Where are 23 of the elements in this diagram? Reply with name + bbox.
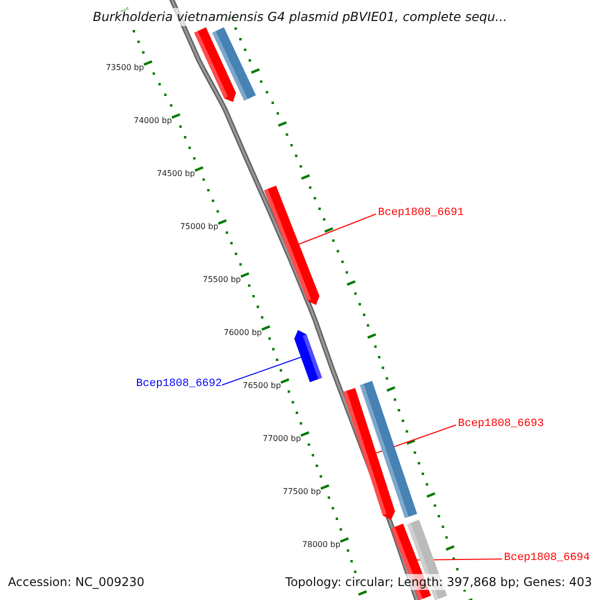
scale-tick-label: 75000 bp — [180, 222, 218, 232]
scale-tick-label: 73500 bp — [106, 63, 144, 73]
gene-feature-bar — [212, 27, 256, 101]
scale-tick-label: 74000 bp — [134, 116, 172, 126]
accession-text: Accession: NC_009230 — [8, 574, 144, 590]
scale-tick-label: 77500 bp — [282, 487, 321, 497]
gene-feature-bar — [294, 330, 323, 383]
gene-feature-bar — [342, 388, 396, 520]
scale-tick-label: 78000 bp — [302, 540, 340, 550]
leader-line — [222, 356, 302, 386]
gene-name-label: Bcep1808_6691 — [378, 206, 464, 220]
gene-name-label: Bcep1808_6692 — [136, 377, 222, 391]
scale-tick-label: 74500 bp — [156, 169, 195, 179]
gene-feature-bar — [359, 380, 418, 519]
scale-tick-label: 75500 bp — [202, 275, 241, 285]
scale-tick-label: 76500 bp — [242, 381, 281, 391]
leader-line — [298, 214, 376, 245]
gene-feature-bar — [194, 27, 236, 102]
gene-name-label: Bcep1808_6694 — [504, 551, 590, 565]
gene-name-label: Bcep1808_6693 — [458, 417, 544, 431]
scale-tick-label: 77000 bp — [262, 434, 301, 444]
scale-tick-label: 76000 bp — [224, 328, 262, 338]
gene-feature-bar — [263, 185, 320, 305]
